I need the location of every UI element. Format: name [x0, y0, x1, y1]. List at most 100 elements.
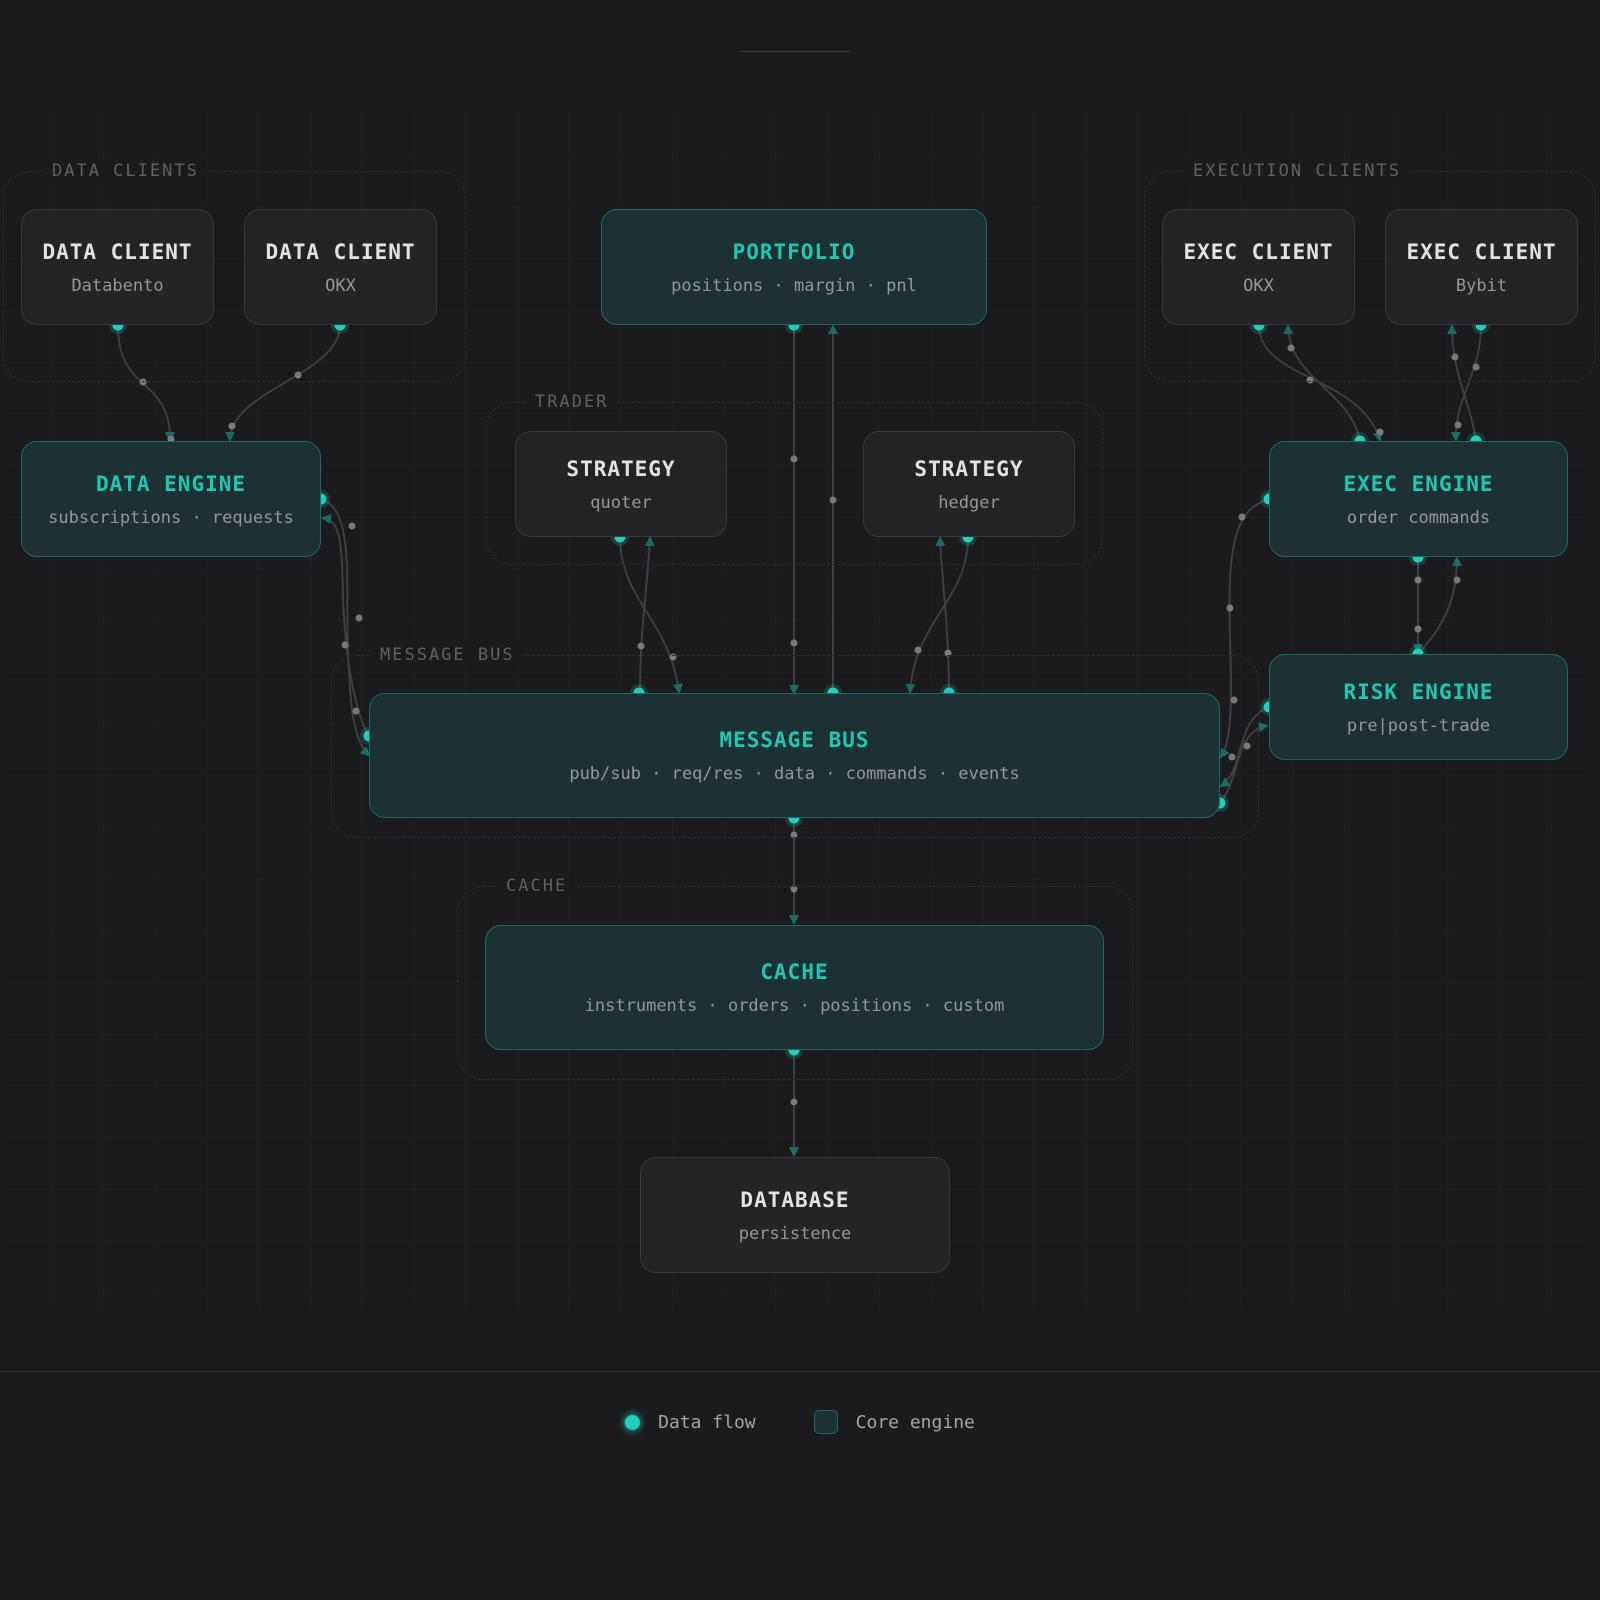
flow-particle: [1226, 604, 1234, 612]
node-exec-client-bybit[interactable]: EXEC CLIENT Bybit: [1385, 209, 1578, 325]
node-title: EXEC ENGINE: [1343, 471, 1494, 496]
flow-particle: [1414, 576, 1422, 584]
node-title: MESSAGE BUS: [719, 728, 870, 752]
flow-particle: [139, 378, 147, 386]
data-flow-dot-icon: [625, 1414, 641, 1430]
node-data-client-okx[interactable]: DATA CLIENT OKX: [244, 209, 437, 325]
node-subtitle: pre|post-trade: [1346, 715, 1491, 736]
header-divider: [740, 51, 850, 52]
node-subtitle: order commands: [1346, 507, 1491, 528]
node-data-engine[interactable]: DATA ENGINE subscriptions · requests: [21, 441, 321, 557]
node-subtitle: positions · margin · pnl: [671, 275, 917, 296]
node-subtitle: OKX: [325, 275, 356, 296]
edges: [117, 324, 1482, 1157]
group-label-execution-clients: EXECUTION CLIENTS: [1185, 160, 1409, 182]
node-title: DATA ENGINE: [95, 471, 247, 496]
flow-particle: [1238, 513, 1246, 521]
node-subtitle: subscriptions · requests: [48, 507, 294, 528]
node-title: STRATEGY: [914, 456, 1024, 481]
flow-particle: [790, 831, 798, 839]
node-subtitle: persistence: [738, 1223, 852, 1244]
flow-particle: [1451, 353, 1459, 361]
node-title: EXEC CLIENT: [1183, 239, 1334, 264]
group-data-clients: DATA CLIENTS: [3, 160, 466, 382]
flow-particle: [790, 455, 798, 463]
node-cache[interactable]: CACHE instruments · orders · positions ·…: [485, 925, 1104, 1050]
edge-risk-engine-to-bus: [1219, 706, 1270, 788]
node-subtitle: instruments · orders · positions · custo…: [584, 996, 1005, 1016]
flow-particle: [1414, 625, 1422, 633]
node-database[interactable]: DATABASE persistence: [640, 1157, 950, 1273]
flow-particle: [914, 646, 922, 654]
edge-hedger-to-bus: [905, 536, 969, 694]
legend-divider: [0, 1371, 1600, 1372]
edge-exec-engine-to-exec-okx: [1283, 324, 1361, 442]
group-execution-clients: EXECUTION CLIENTS: [1144, 160, 1596, 382]
flow-particle: [1287, 344, 1295, 352]
legend: Data flow Core engine: [0, 1404, 1600, 1440]
group-message-bus: MESSAGE BUS: [331, 644, 1259, 838]
node-subtitle: Bybit: [1455, 275, 1508, 296]
legend-item-core-engine: Core engine: [813, 1410, 975, 1434]
flow-particle: [355, 614, 363, 622]
group-label-data-clients: DATA CLIENTS: [44, 160, 207, 182]
flow-particle: [1453, 576, 1461, 584]
flow-particle: [341, 641, 349, 649]
group-label-cache: CACHE: [498, 875, 576, 897]
group-cache: CACHE: [457, 875, 1133, 1080]
edge-bus-to-data-engine: [321, 513, 370, 738]
flow-particle: [829, 496, 837, 504]
edge-data-engine-to-bus: [320, 498, 371, 757]
flow-particle: [1243, 742, 1251, 750]
flow-particle: [228, 422, 236, 430]
legend-label-core-engine: Core engine: [855, 1411, 975, 1433]
flow-particle: [790, 885, 798, 893]
node-subtitle: pub/sub · req/res · data · commands · ev…: [569, 764, 1020, 784]
flow-particle: [167, 435, 175, 443]
node-strategy-hedger[interactable]: STRATEGY hedger: [863, 431, 1075, 537]
legend-label-data-flow: Data flow: [658, 1411, 756, 1433]
core-engine-swatch-icon: [813, 1410, 838, 1434]
edge-risk-engine-to-exec-engine: [1417, 556, 1462, 655]
edge-quoter-to-bus: [619, 536, 683, 694]
node-data-client-databento[interactable]: DATA CLIENT Databento: [21, 209, 214, 325]
node-risk-engine[interactable]: RISK ENGINE pre|post-trade: [1269, 654, 1568, 760]
node-title: DATABASE: [740, 1187, 850, 1212]
node-title: STRATEGY: [566, 456, 676, 481]
node-exec-client-okx[interactable]: EXEC CLIENT OKX: [1162, 209, 1355, 325]
node-title: DATA CLIENT: [42, 239, 193, 264]
flow-particle: [1230, 696, 1238, 704]
node-subtitle: Databento: [71, 275, 164, 296]
edge-exec-engine-to-exec-bybit: [1447, 324, 1477, 442]
node-exec-engine[interactable]: EXEC ENGINE order commands: [1269, 441, 1568, 557]
group-label-message-bus: MESSAGE BUS: [372, 644, 523, 666]
group-trader: TRADER: [486, 391, 1103, 565]
edge-bus-to-quoter: [639, 536, 655, 694]
node-subtitle: OKX: [1243, 275, 1274, 296]
edge-bus-to-hedger: [935, 536, 950, 694]
flow-particle: [944, 649, 952, 657]
flow-particle: [352, 707, 360, 715]
node-title: PORTFOLIO: [732, 239, 856, 264]
flow-particle: [348, 522, 356, 530]
node-title: RISK ENGINE: [1343, 679, 1494, 704]
group-label-trader: TRADER: [527, 391, 617, 413]
flow-particle: [1376, 428, 1384, 436]
flow-particle: [1472, 363, 1480, 371]
node-title: EXEC CLIENT: [1406, 239, 1557, 264]
edge-okx-to-data-engine: [225, 324, 341, 442]
flow-particle: [1454, 421, 1462, 429]
flow-particle: [294, 371, 302, 379]
node-subtitle: quoter: [590, 492, 652, 513]
node-portfolio[interactable]: PORTFOLIO positions · margin · pnl: [601, 209, 987, 325]
flow-particle: [637, 642, 645, 650]
legend-item-data-flow: Data flow: [625, 1412, 756, 1433]
node-title: DATA CLIENT: [265, 239, 416, 264]
node-subtitle: hedger: [938, 492, 1000, 513]
node-strategy-quoter[interactable]: STRATEGY quoter: [515, 431, 727, 537]
flow-particle: [790, 1098, 798, 1106]
flow-particle: [1228, 753, 1236, 761]
node-title: CACHE: [760, 960, 829, 984]
node-message-bus[interactable]: MESSAGE BUS pub/sub · req/res · data · c…: [369, 693, 1220, 818]
